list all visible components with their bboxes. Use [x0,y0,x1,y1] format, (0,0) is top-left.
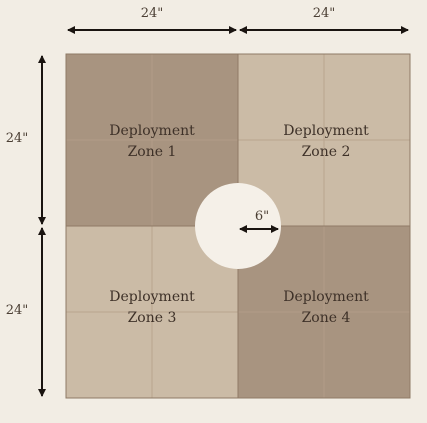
zone-2-title: Deployment [283,123,369,139]
zone-1-number: Zone 1 [128,144,177,160]
zone-4-number: Zone 4 [302,310,351,326]
top-left-dimension-label: 24" [141,6,164,21]
left-bottom-dimension-label: 24" [6,303,29,318]
zone-4-title: Deployment [283,289,369,305]
zone-3-title: Deployment [109,289,195,305]
zone-2-number: Zone 2 [302,144,351,160]
top-right-dimension-label: 24" [313,6,336,21]
center-circle [195,183,281,269]
left-top-dimension-label: 24" [6,131,29,146]
zone-1-title: Deployment [109,123,195,139]
center-dimension-label: 6" [255,209,269,224]
zone-3-number: Zone 3 [128,310,177,326]
board-border [65,53,411,399]
